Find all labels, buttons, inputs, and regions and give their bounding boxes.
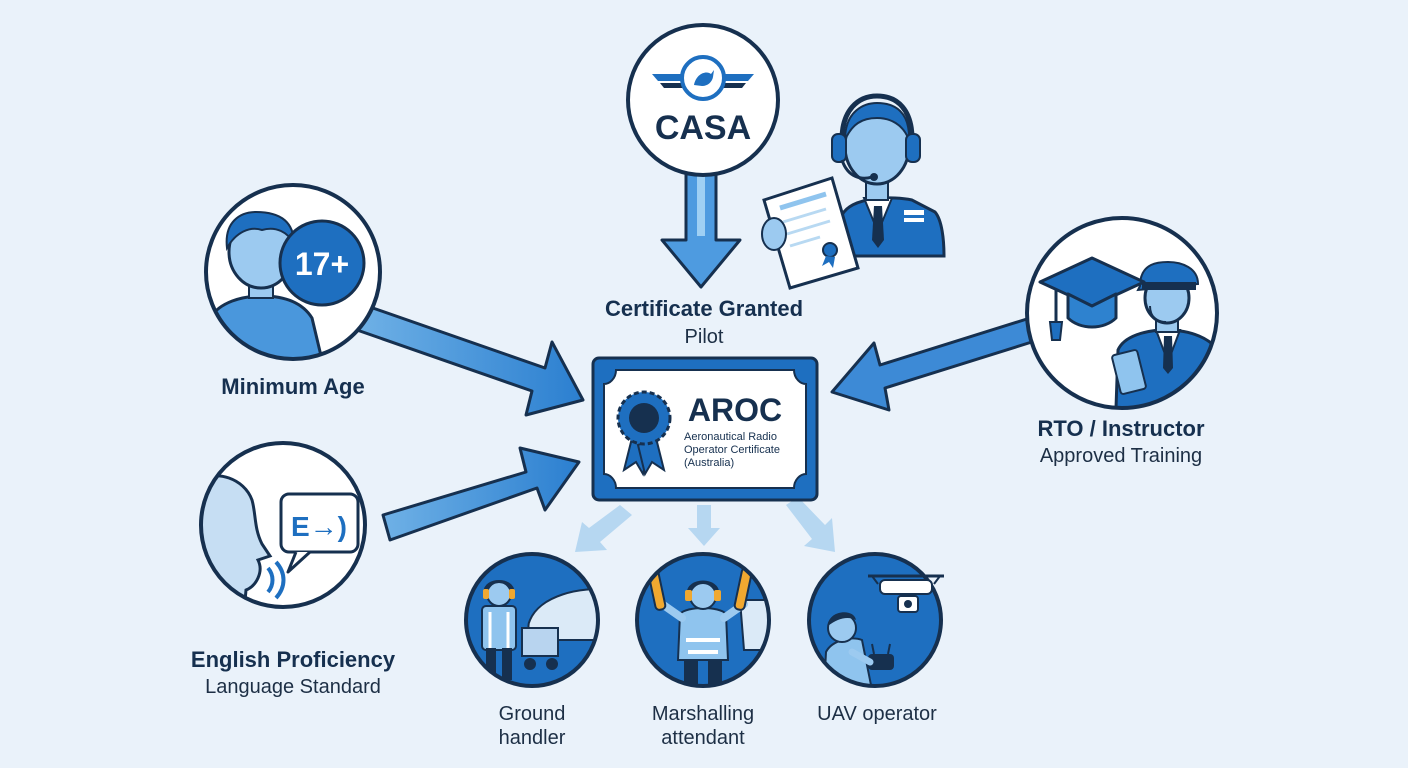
minimum-age-icon	[204, 183, 382, 361]
english-bubble-text: E→)	[291, 511, 347, 542]
arrow-casa-to-aroc	[660, 168, 742, 289]
aroc-title: AROC	[688, 392, 782, 428]
arrow-to-marshalling	[688, 505, 720, 546]
english-subtitle: Language Standard	[205, 676, 381, 698]
english-title: English Proficiency	[191, 647, 396, 672]
arrow-age-to-aroc	[355, 305, 585, 417]
outcome-marshalling-line-1: Marshalling	[652, 703, 754, 725]
certificate-granted-subtitle: Pilot	[685, 326, 724, 348]
rto-subtitle: Approved Training	[1040, 445, 1202, 467]
aroc-desc-line-3: (Australia)	[684, 457, 734, 469]
outcome-uav-operator-line-1: UAV operator	[817, 703, 937, 725]
outcome-ground-handler-line-2: handler	[499, 727, 566, 749]
casa-name: CASA	[655, 109, 751, 147]
minimum-age-title: Minimum Age	[221, 374, 364, 399]
arrow-to-ground-handler	[575, 505, 632, 552]
certificate-granted-title: Certificate Granted	[605, 296, 803, 321]
minimum-age-badge: 17+	[295, 246, 349, 282]
outcome-marshalling-line-2: attendant	[661, 727, 745, 749]
uav-operator-icon	[807, 552, 944, 688]
outcome-ground-handler-line-1: Ground	[499, 703, 566, 725]
ground-handler-icon	[464, 552, 600, 688]
arrow-to-uav	[786, 497, 835, 552]
casa-emblem	[626, 23, 780, 177]
aroc-certificate-card	[591, 356, 819, 502]
rto-instructor-icon	[1025, 216, 1219, 410]
rto-title: RTO / Instructor	[1037, 416, 1204, 441]
arrow-rto-to-aroc	[830, 316, 1037, 412]
marshalling-attendant-icon	[635, 552, 771, 688]
english-proficiency-icon	[199, 441, 367, 609]
pilot-with-certificate-illustration	[761, 93, 946, 290]
arrow-english-to-aroc	[381, 446, 581, 542]
aroc-desc-line-1: Aeronautical Radio	[684, 431, 777, 443]
aroc-desc-line-2: Operator Certificate	[684, 444, 780, 456]
